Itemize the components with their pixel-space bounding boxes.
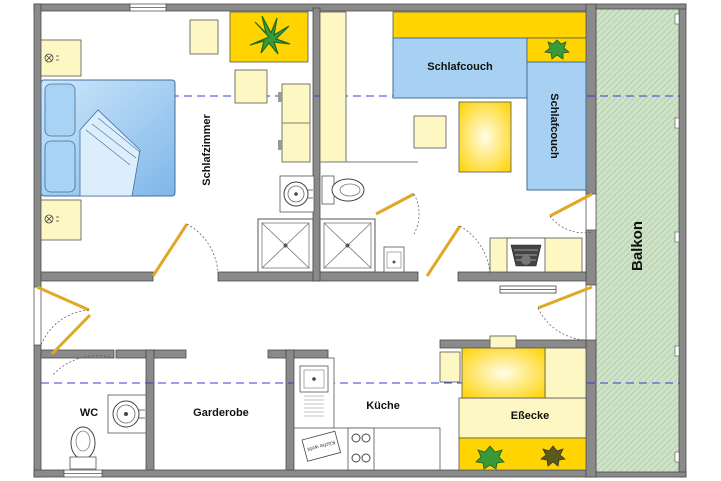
sofa-bed-vertical [526, 61, 587, 191]
kitchen-sign-icon: Küche wohl [301, 430, 342, 462]
small-sink [383, 246, 405, 273]
doors [36, 192, 593, 377]
label-schlafzimmer: Schlafzimmer [201, 114, 213, 186]
balcony-area [595, 7, 681, 475]
tv-unit [489, 237, 583, 273]
double-bed [40, 79, 176, 197]
plant-icon-dining-left [475, 445, 505, 470]
long-cabinet [319, 11, 347, 163]
shower-right [319, 218, 376, 273]
stool-living [413, 115, 447, 149]
sofa-bed-horizontal [392, 37, 528, 99]
toilet-wc [69, 426, 97, 470]
shower-left [257, 218, 314, 273]
wardrobe [278, 83, 311, 163]
coffee-table [458, 101, 512, 173]
plant-icon [249, 15, 291, 55]
nightstand-top [40, 39, 82, 77]
nightstand-bottom [40, 199, 82, 241]
label-wc: WC [80, 407, 98, 419]
label-garderobe: Garderobe [193, 407, 249, 419]
plant-icon-dining-right [540, 445, 566, 467]
dining-area [439, 335, 587, 471]
label-balkon: Balkon [629, 221, 646, 271]
wc-sink [107, 394, 147, 434]
toilet-upper [321, 175, 365, 205]
sideboard-top [392, 11, 587, 39]
stove-icon [347, 427, 375, 471]
bathroom-sink [279, 175, 315, 213]
label-schlafcouch-1: Schlafcouch [427, 61, 493, 73]
kitchen-sink [299, 365, 329, 417]
label-kueche: Küche [366, 400, 400, 412]
chair-bedroom [234, 69, 268, 104]
armchair-bedroom [189, 19, 219, 55]
label-essecke: Eßecke [511, 410, 550, 422]
label-schlafcouch-2: Schlafcouch [548, 93, 560, 159]
balcony-rail-posts [674, 13, 680, 463]
plant-icon-small [544, 39, 570, 60]
